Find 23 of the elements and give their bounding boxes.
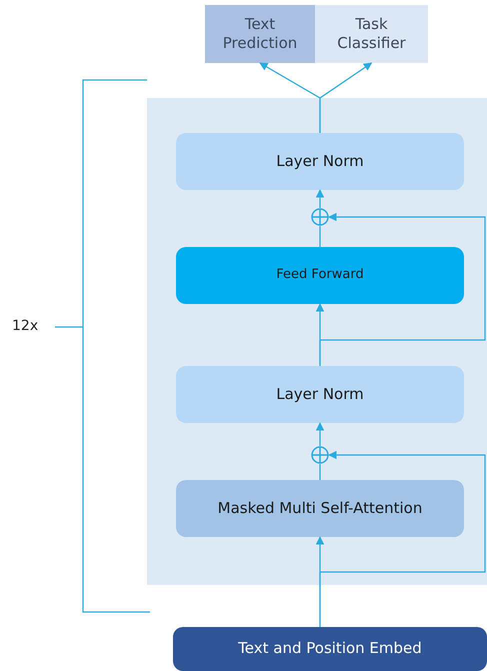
layer-box bbox=[176, 247, 464, 304]
layer-box bbox=[176, 366, 464, 423]
layer-label: Masked Multi Self-Attention bbox=[218, 498, 422, 518]
layer-label: Text Prediction bbox=[222, 14, 298, 54]
arrow bbox=[319, 450, 486, 627]
sum-circle bbox=[311, 446, 329, 464]
layer-label: Layer Norm bbox=[276, 152, 364, 172]
arrow bbox=[316, 189, 324, 208]
layer-label: Task Classifier bbox=[336, 14, 407, 54]
arrow bbox=[316, 422, 324, 446]
sum-circle bbox=[311, 208, 329, 226]
repeat-count: 12x bbox=[12, 318, 38, 334]
layer-label: Feed Forward bbox=[276, 267, 364, 284]
arrow bbox=[319, 62, 372, 133]
layer-box bbox=[176, 480, 464, 537]
layer-box bbox=[176, 133, 464, 190]
output-box bbox=[205, 5, 315, 63]
output-box bbox=[315, 5, 428, 63]
layer-label: Text and Position Embed bbox=[238, 639, 422, 659]
layer-label: Layer Norm bbox=[276, 384, 364, 404]
arrow bbox=[319, 212, 486, 366]
layer-box bbox=[173, 627, 487, 671]
block-panel bbox=[147, 98, 487, 585]
